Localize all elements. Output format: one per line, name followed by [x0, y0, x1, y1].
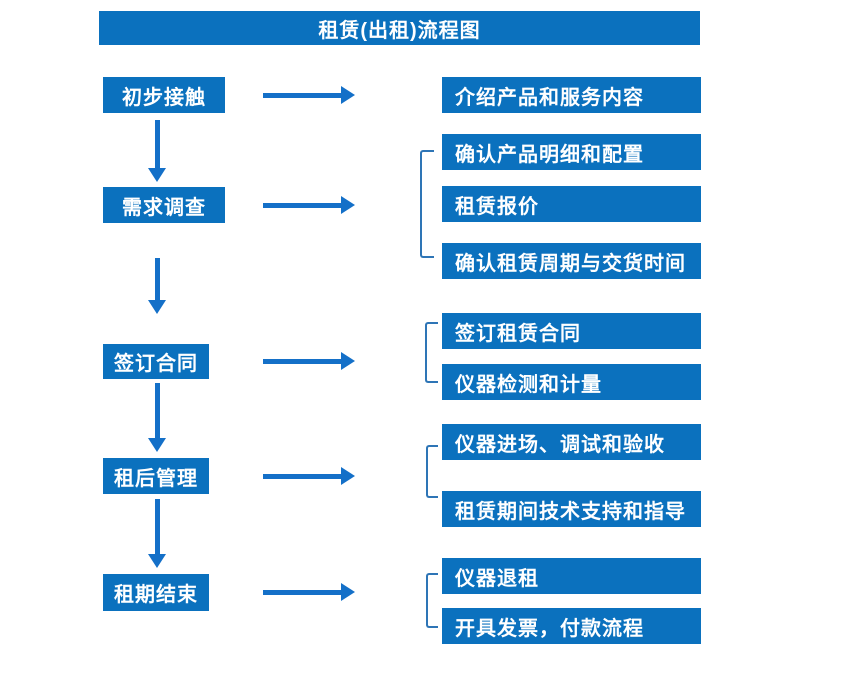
- substep-label: 确认租赁周期与交货时间: [455, 252, 686, 275]
- stage-rental-end: 租期结束: [103, 574, 209, 611]
- arrow-down-icon-1: [148, 120, 166, 182]
- substep-instrument-arrival-debug-acceptance: 仪器进场、调试和验收: [442, 424, 701, 460]
- arrow-right-icon-4: [263, 467, 355, 485]
- stage-label: 租后管理: [114, 467, 198, 490]
- substep-sign-rental-contract: 签订租赁合同: [442, 313, 701, 349]
- substep-confirm-period-delivery-time: 确认租赁周期与交货时间: [442, 243, 701, 279]
- page-title: 租赁(出租)流程图: [318, 19, 481, 42]
- bracket-group-post-rental: [426, 445, 438, 498]
- stage-label: 签订合同: [114, 353, 198, 375]
- arrow-right-icon-5: [263, 583, 355, 601]
- substep-label: 签订租赁合同: [455, 322, 581, 345]
- substep-invoice-payment-process: 开具发票，付款流程: [442, 608, 701, 644]
- arrow-right-icon-1: [263, 86, 355, 104]
- substep-label: 仪器退租: [455, 567, 539, 590]
- stage-post-rental-management: 租后管理: [103, 458, 209, 494]
- substep-label: 确认产品明细和配置: [455, 143, 644, 166]
- substep-confirm-product-details-config: 确认产品明细和配置: [442, 134, 701, 170]
- bracket-group-rental-end: [426, 573, 438, 628]
- substep-technical-support-guidance: 租赁期间技术支持和指导: [442, 491, 701, 527]
- stage-initial-contact: 初步接触: [103, 77, 225, 113]
- substep-rental-quotation: 租赁报价: [442, 186, 701, 222]
- arrow-right-icon-2: [263, 196, 355, 214]
- substep-instrument-testing-measurement: 仪器检测和计量: [442, 364, 701, 400]
- substep-instrument-return: 仪器退租: [442, 558, 701, 594]
- arrow-down-icon-4: [148, 499, 166, 568]
- substep-label: 仪器检测和计量: [455, 373, 602, 396]
- substep-introduce-products-services: 介绍产品和服务内容: [442, 77, 701, 113]
- stage-label: 初步接触: [122, 86, 206, 109]
- arrow-right-icon-3: [263, 352, 355, 370]
- stage-label: 需求调查: [122, 196, 206, 219]
- arrow-down-icon-3: [148, 383, 166, 452]
- substep-label: 租赁期间技术支持和指导: [455, 500, 686, 523]
- substep-label: 仪器进场、调试和验收: [455, 433, 665, 456]
- stage-label: 租期结束: [114, 584, 198, 606]
- stage-demand-survey: 需求调查: [103, 187, 225, 223]
- substep-label: 介绍产品和服务内容: [455, 86, 644, 109]
- bracket-group-sign-contract: [425, 322, 438, 383]
- stage-sign-contract: 签订合同: [103, 344, 209, 379]
- substep-label: 开具发票，付款流程: [455, 617, 644, 640]
- bracket-group-demand-survey: [420, 150, 434, 258]
- title-bar: 租赁(出租)流程图: [99, 11, 700, 45]
- substep-label: 租赁报价: [455, 195, 539, 218]
- arrow-down-icon-2: [148, 258, 166, 314]
